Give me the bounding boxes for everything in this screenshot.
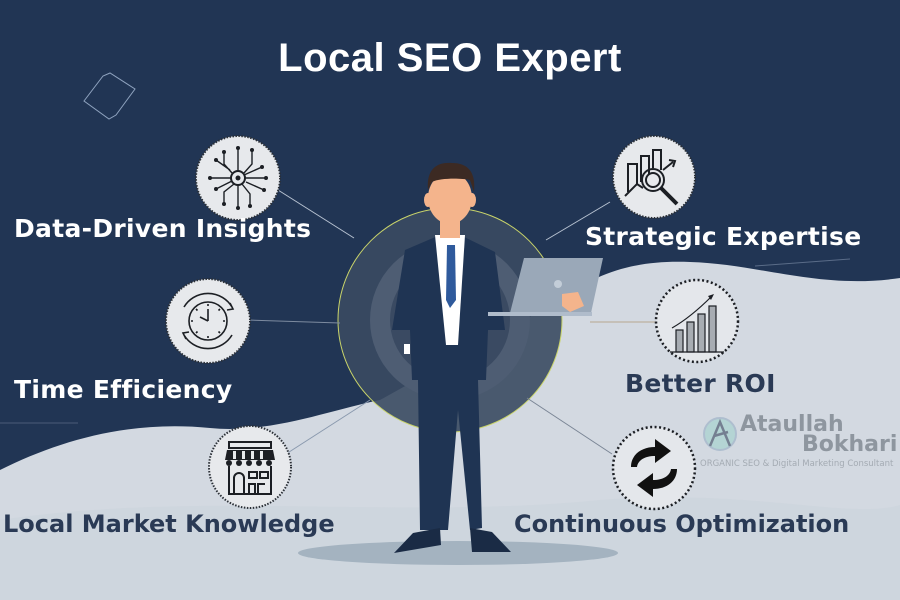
brand-logo-icon [703,417,737,451]
brand-name-line2: Bokhari [802,432,898,457]
chart-magnifier-icon [611,134,697,220]
growth-bars-icon [654,278,740,364]
circuit-icon [194,134,282,222]
benefit-label-better-roi: Better ROI [625,369,776,398]
benefit-label-continuous-optimization: Continuous Optimization [514,510,850,538]
brand-tagline: ORGANIC SEO & Digital Marketing Consulta… [700,459,894,469]
brand-watermark: Ataullah Bokhari ORGANIC SEO & Digital M… [700,412,900,472]
benefit-label-local-market-knowledge: Local Market Knowledge [3,510,335,538]
page-title: Local SEO Expert [278,36,622,80]
benefit-label-time-efficiency: Time Efficiency [14,375,233,404]
brand-name-line1: Ataullah [740,412,844,437]
refresh-arrows-icon [611,425,697,511]
storefront-icon [207,424,293,510]
clock-cycle-icon [164,277,252,365]
benefit-label-strategic-expertise: Strategic Expertise [585,222,862,251]
benefit-label-data-driven-insights: Data-Driven Insights [14,214,312,243]
